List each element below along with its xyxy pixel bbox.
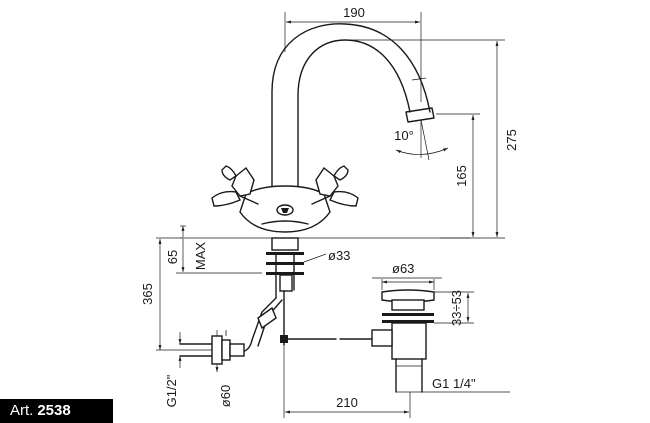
dim-spout-reach: 190 xyxy=(343,5,365,20)
dim-inlet-thread: G1/2" xyxy=(164,374,179,407)
dim-shank-diameter: ø33 xyxy=(328,248,350,263)
left-cross-handle xyxy=(211,165,259,207)
dim-max-thickness: 65 xyxy=(165,250,180,264)
dim-inlet-diameter: ø60 xyxy=(218,385,233,407)
valve-body xyxy=(239,185,331,233)
pop-up-rod xyxy=(280,335,373,343)
dim-distance: 210 xyxy=(336,395,358,410)
mounting-shank xyxy=(266,237,304,346)
spray-angle-indicator xyxy=(395,119,449,161)
right-cross-handle xyxy=(311,165,359,207)
dim-waste-thread: G1 1/4" xyxy=(432,376,476,391)
pop-up-waste xyxy=(371,289,435,393)
dimension-lines xyxy=(156,12,510,418)
dim-spout-height: 165 xyxy=(454,165,469,187)
dim-max-label: MAX xyxy=(193,242,208,271)
faucet-spout xyxy=(271,23,435,199)
dim-waste-range: 33÷53 xyxy=(449,290,464,326)
article-number: 2538 xyxy=(37,402,71,419)
article-label: Art.2538 xyxy=(0,399,113,423)
dim-height-total: 275 xyxy=(504,129,519,151)
inlet-fitting xyxy=(179,330,245,365)
dim-waste-diameter: ø63 xyxy=(392,261,414,276)
dim-angle: 10° xyxy=(394,128,414,143)
flexible-hose xyxy=(241,297,283,353)
dim-length: 365 xyxy=(140,283,155,305)
article-prefix: Art. xyxy=(10,402,34,419)
